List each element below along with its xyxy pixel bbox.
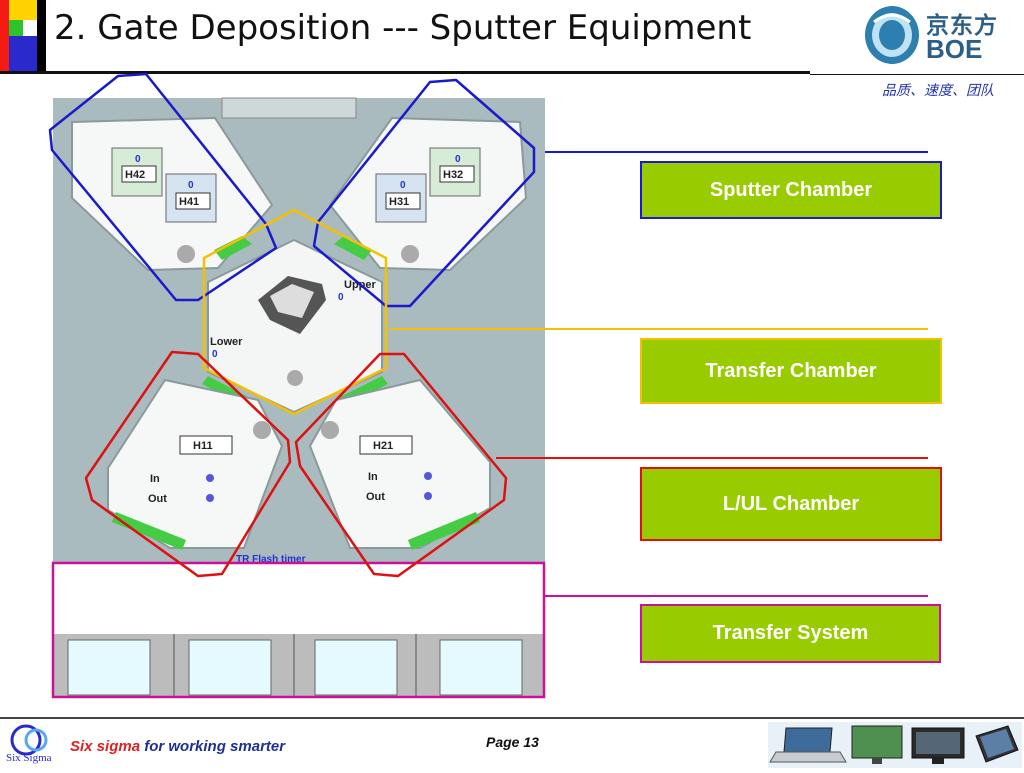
h11-out-indicator	[206, 494, 214, 502]
top-port	[221, 97, 357, 119]
h41-indicator: 0	[188, 180, 194, 191]
header-rule-thin	[810, 74, 1024, 75]
corner-decoration	[0, 0, 46, 74]
h11-label: H11	[193, 440, 213, 452]
transfer-chamber-label: Transfer Chamber	[640, 338, 942, 404]
h42-indicator: 0	[135, 154, 141, 165]
footer-tagline: for working smarter	[140, 738, 286, 755]
transfer-outline	[202, 208, 388, 416]
lul-chamber-left	[107, 378, 284, 549]
lul-chamber-label: L/UL Chamber	[640, 467, 942, 541]
h42-label: H42	[125, 169, 145, 181]
h21-in-indicator	[424, 472, 432, 480]
tablet-icon	[975, 725, 1019, 763]
pump-right	[401, 245, 419, 263]
flash-timer-label: TR Flash timer	[236, 554, 306, 565]
h32-label: H32	[443, 169, 463, 181]
six-sigma-logo: Six Sigma	[4, 722, 58, 766]
footer-brand: Six sigma	[70, 738, 141, 755]
lul-outline-left	[84, 350, 292, 578]
header-rule	[0, 71, 810, 74]
h32-indicator: 0	[455, 154, 461, 165]
upper-indicator: 0	[338, 292, 344, 303]
page-title: 2. Gate Deposition --- Sputter Equipment	[54, 8, 752, 48]
pump-lul-right	[321, 421, 339, 439]
lower-label: Lower	[210, 336, 243, 348]
pump-lul-left	[253, 421, 271, 439]
cassette-1	[67, 639, 151, 696]
h31-label: H31	[389, 196, 409, 208]
tv-icon	[911, 727, 965, 764]
h21-out-indicator	[424, 492, 432, 500]
footer-slogan: Six sigma for working smarter	[70, 738, 285, 755]
lul-left-door	[112, 512, 186, 550]
slogan: 品质、速度、团队	[882, 82, 994, 98]
pump-transfer	[287, 370, 303, 386]
footer-rule	[0, 717, 1024, 719]
sputter-outline-right	[312, 78, 536, 308]
boe-logo	[862, 4, 922, 66]
transfer-system-outline	[51, 561, 546, 699]
cassette-3	[314, 639, 398, 696]
h21-label: H21	[373, 440, 393, 452]
equipment-diagram: H42 0 H41 0 H32 0 H31 0 Upper 0 Lower 0 …	[48, 72, 928, 699]
sputter-outline-left	[48, 72, 278, 302]
h31-indicator: 0	[400, 180, 406, 191]
monitor-icon	[851, 725, 903, 764]
logo-chinese-name: 京东方	[926, 12, 998, 38]
logo-english-name: BOE	[926, 34, 983, 64]
lul-right-door	[408, 512, 480, 550]
device-thumbnails	[768, 722, 1022, 768]
pump-left	[177, 245, 195, 263]
gate-valve-upper-right	[334, 236, 372, 260]
transfer-system-label: Transfer System	[640, 604, 941, 663]
h41-label: H41	[179, 196, 199, 208]
h21-in-label: In	[368, 471, 378, 483]
h11-out-label: Out	[148, 493, 167, 505]
six-sigma-logo-text: Six Sigma	[6, 752, 52, 764]
h21-out-label: Out	[366, 491, 385, 503]
gate-valve-upper-left	[214, 236, 252, 260]
laptop-icon	[769, 727, 847, 763]
page-number: Page 13	[486, 734, 539, 750]
lul-outline-right	[294, 352, 508, 578]
lower-indicator: 0	[212, 349, 218, 360]
h11-in-label: In	[150, 473, 160, 485]
cassette-2	[188, 639, 272, 696]
cassette-4	[439, 639, 523, 696]
sputter-chamber-label: Sputter Chamber	[640, 161, 942, 219]
h11-in-indicator	[206, 474, 214, 482]
